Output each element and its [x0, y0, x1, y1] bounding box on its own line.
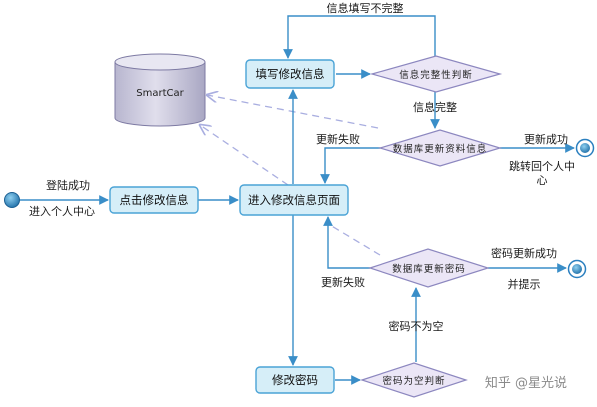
fill-modify-label: 填写修改信息: [256, 67, 325, 81]
modify-password-label: 修改密码: [272, 373, 318, 387]
database-smartcar: SmartCar: [114, 53, 206, 127]
decision-db-update-password: 数据库更新密码: [368, 248, 490, 288]
label-password-not-empty: 密码不为空: [389, 319, 444, 333]
db-update-info-label: 数据库更新资料信息: [393, 143, 488, 155]
activity-click-modify: 点击修改信息: [109, 186, 199, 214]
label-info-complete: 信息完整: [413, 100, 457, 114]
label-enter-personal-center: 进入个人中心: [29, 205, 95, 218]
click-modify-label: 点击修改信息: [120, 193, 189, 207]
label-update-success: 更新成功: [524, 132, 568, 146]
database-label: SmartCar: [136, 88, 184, 99]
decision-info-complete: 信息完整性判断: [369, 55, 503, 93]
decision-password-empty: 密码为空判断: [360, 362, 468, 398]
password-empty-check-label: 密码为空判断: [382, 375, 445, 387]
label-login-success: 登陆成功: [46, 178, 90, 192]
label-update-fail-password: 更新失败: [321, 275, 365, 289]
label-info-incomplete: 信息填写不完整: [327, 1, 404, 15]
decision-db-update-info: 数据库更新资料信息: [377, 129, 503, 167]
label-update-fail-info: 更新失败: [316, 132, 360, 146]
db-update-password-label: 数据库更新密码: [392, 263, 466, 275]
edge-labels: 登陆成功 进入个人中心 信息填写不完整 信息完整 更新失败 更新成功 跳转回个人…: [29, 1, 575, 333]
label-and-prompt: 并提示: [508, 277, 541, 291]
edges: [20, 15, 575, 385]
label-password-update-success: 密码更新成功: [491, 246, 557, 260]
info-complete-check-label: 信息完整性判断: [399, 69, 473, 81]
start-node: [4, 192, 20, 208]
activity-enter-modify-page: 进入修改信息页面: [239, 184, 349, 216]
watermark-text: 知乎 @星光说: [485, 375, 567, 391]
label-jump-personal-line1: 跳转回个人中: [509, 159, 575, 173]
enter-modify-page-label: 进入修改信息页面: [248, 193, 340, 207]
label-jump-personal-line2: 心: [537, 174, 548, 187]
final-node-password: [567, 259, 587, 279]
final-node-info: [575, 138, 595, 158]
activity-modify-password: 修改密码: [255, 366, 335, 394]
activity-fill-modify: 填写修改信息: [245, 59, 335, 89]
dashed-links: [200, 95, 381, 256]
